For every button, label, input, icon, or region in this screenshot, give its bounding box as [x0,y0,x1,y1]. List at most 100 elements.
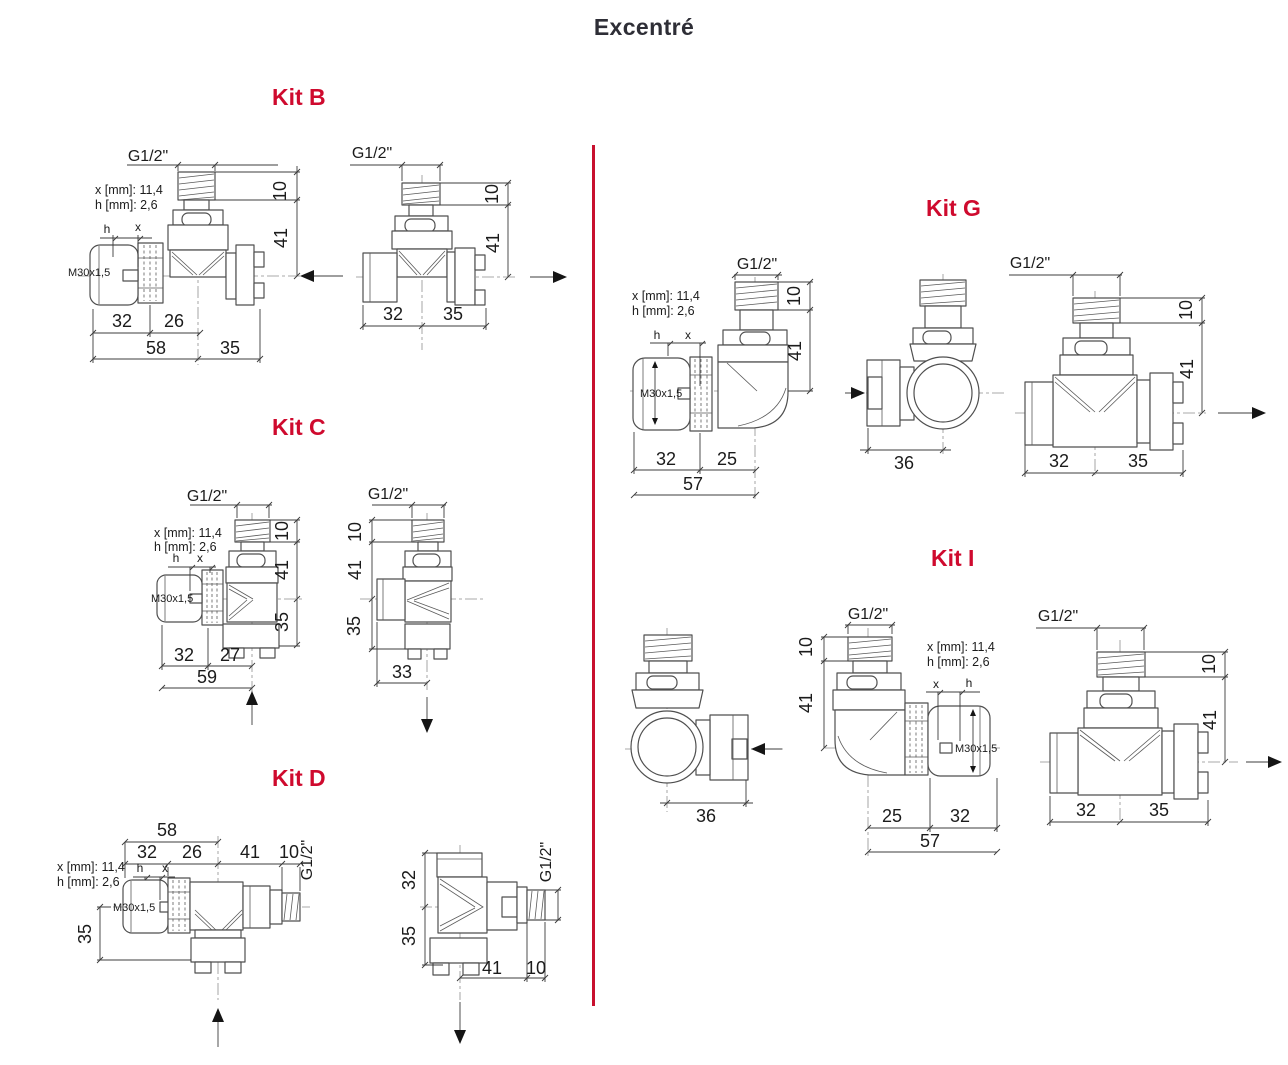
dim-10: 10 [1199,654,1219,674]
flow-arrow-right-icon [553,271,567,283]
dim-58: 58 [146,338,166,358]
flow-arrow-left-icon [300,270,314,282]
kit-c-label: Kit C [272,414,326,440]
x-label: x [162,861,168,875]
dim-41: 41 [1177,359,1197,379]
m30-label: M30x1,5 [955,743,997,755]
valve-outline [1024,297,1184,451]
thread-size-label: G1/2" [737,256,777,273]
dim-10: 10 [784,286,804,306]
h-label: h [137,861,144,875]
kit-i-view-3: G1/2" 10 41 32 35 [1036,608,1282,826]
h-note: h [mm]: 2,6 [57,875,120,889]
dimension-lines [820,621,1001,856]
measure-arrow-up-icon [970,709,976,716]
dim-10: 10 [279,842,299,862]
valve-outline [832,636,991,777]
x-note: x [mm]: 11,4 [632,289,700,303]
dim-27: 27 [220,645,240,665]
dim-35: 35 [75,924,95,944]
dim-41: 41 [240,842,260,862]
x-note: x [mm]: 11,4 [927,640,995,654]
dim-10: 10 [482,184,502,204]
dim-32: 32 [174,645,194,665]
dimension-lines [1036,624,1268,826]
valve-outline [156,519,280,659]
m30-label: M30x1,5 [113,902,155,914]
dim-32: 32 [137,842,157,862]
flow-arrow-down-icon [421,719,433,733]
valve-outline [1049,651,1209,800]
kit-b-view-1: G1/2" x [mm]: 11,4 h [mm]: 2,6 h x M30x1… [68,148,343,365]
valve-outline [376,519,453,660]
section-divider [592,145,595,1006]
h-note: h [mm]: 2,6 [927,655,990,669]
h-label: h [173,551,180,565]
dimension-lines [158,501,301,725]
kit-c-view-2: G1/2" 10 41 35 33 [344,486,483,733]
measure-arrow-up-icon [652,361,658,368]
x-note: x [mm]: 11,4 [57,860,125,874]
valve-outline [362,182,486,306]
dim-33: 33 [392,662,412,682]
dim-32: 32 [399,870,419,890]
valve-outline [429,852,546,976]
dim-41: 41 [1200,710,1220,730]
dim-41: 41 [345,560,365,580]
dim-35: 35 [399,926,419,946]
dim-25: 25 [717,449,737,469]
x-label: x [933,677,939,691]
x-note: x [mm]: 11,4 [154,526,222,540]
kit-g-view-3: G1/2" 10 41 32 35 [1009,255,1266,477]
dim-41: 41 [482,958,502,978]
kit-d-view-2: 32 35 41 10 G1/2" [399,842,562,1044]
dim-32: 32 [383,304,403,324]
dim-41: 41 [785,341,805,361]
dim-41: 41 [272,560,292,580]
dim-10: 10 [796,637,816,657]
valve-outline [866,279,980,430]
flow-arrow-right-icon [1252,407,1266,419]
dimension-lines [630,271,814,499]
dim-25: 25 [882,806,902,826]
flow-arrow-right-icon [851,387,865,399]
dim-10: 10 [345,522,365,542]
dimension-lines [96,838,304,1047]
dim-36: 36 [696,806,716,826]
dim-35: 35 [1128,451,1148,471]
flow-arrow-down-icon [454,1030,466,1044]
h-note: h [mm]: 2,6 [95,198,158,212]
kit-d-view-1: 58 32 26 41 10 G1/2" x [mm]: 11,4 h [mm]… [57,820,316,1047]
x-note: x [mm]: 11,4 [95,183,163,197]
page-title: Excentré [593,14,695,40]
dimension-lines [845,392,951,454]
thread-size-label: G1/2" [368,486,408,503]
kit-g-view-1: G1/2" x [mm]: 11,4 h [mm]: 2,6 h x M30x1… [630,256,814,499]
kit-b-view-2: G1/2" 10 41 32 35 [350,145,567,350]
x-label: x [135,220,141,234]
h-note: h [mm]: 2,6 [632,304,695,318]
dimension-lines [1009,271,1252,477]
kit-g-view-2: 36 [845,274,1007,473]
dim-57: 57 [920,831,940,851]
kit-i-label: Kit I [931,545,975,571]
dim-59: 59 [197,667,217,687]
kit-c-view-1: G1/2" x [mm]: 11,4 h [mm]: 2,6 h x M30x1… [151,488,302,725]
dim-10: 10 [272,521,292,541]
dim-41: 41 [483,233,503,253]
dim-10: 10 [526,958,546,978]
kit-d-label: Kit D [272,765,326,791]
kit-g-label: Kit G [926,195,981,221]
thread-size-label: G1/2" [538,842,555,882]
x-label: x [197,551,203,565]
valve-outline [122,877,301,974]
valve-outline [89,171,265,306]
m30-label: M30x1,5 [640,388,682,400]
dim-26: 26 [182,842,202,862]
dim-58: 58 [157,820,177,840]
dim-36: 36 [894,453,914,473]
dim-41: 41 [796,693,816,713]
dim-41: 41 [271,228,291,248]
dim-10: 10 [1176,300,1196,320]
